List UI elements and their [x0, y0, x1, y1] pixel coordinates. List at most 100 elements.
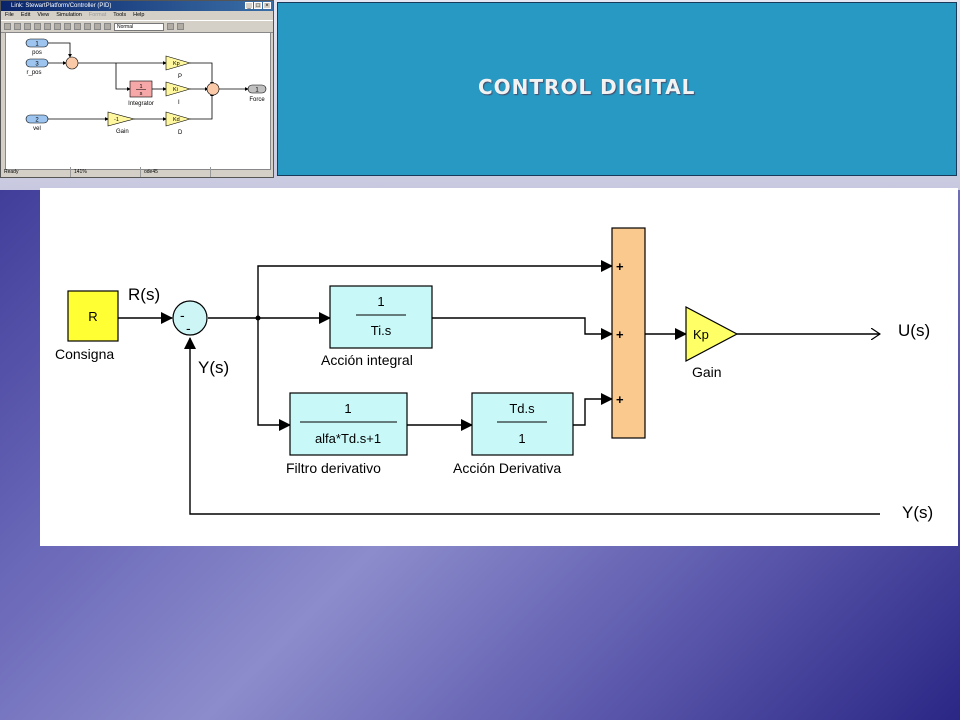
gain-label: Gain — [692, 364, 722, 380]
integral-label: Acción integral — [321, 352, 413, 368]
simulink-model: 1 pos 3 r_pos 2 vel Kp P Ki I -1 Gain Kd… — [25, 38, 267, 136]
integral-block — [329, 285, 433, 349]
cut-icon[interactable] — [44, 23, 51, 30]
integrator-num: 1 — [139, 84, 142, 90]
simulink-toolbar: Normal — [1, 20, 273, 33]
sum1-minus-bottom: - — [186, 320, 191, 336]
integrator-block — [129, 80, 153, 98]
derivative-label: Acción Derivativa — [453, 460, 562, 476]
status-zoom: 141% — [71, 167, 141, 177]
title-banner: CONTROL DIGITAL — [277, 2, 957, 176]
line-error-up — [257, 260, 613, 318]
derivative-denominator: 1 — [518, 431, 525, 446]
maximize-button[interactable]: □ — [254, 2, 262, 9]
simulink-statusbar: Ready 141% ode45 — [1, 167, 273, 177]
outport-label: Force — [249, 97, 265, 103]
build-icon[interactable] — [167, 23, 174, 30]
pid-block-diagram: R - - 1 Ti.s 1 alfa*Td.s+1 Td.s 1 + + + … — [40, 188, 958, 546]
inport-vel-num: 2 — [35, 118, 39, 124]
open-file-icon[interactable] — [14, 23, 21, 30]
inport-vel — [25, 114, 49, 124]
signal-u-output: U(s) — [898, 321, 931, 340]
gain-neg-value: -1 — [114, 117, 119, 123]
signal-r: R(s) — [128, 285, 161, 304]
new-file-icon[interactable] — [4, 23, 11, 30]
derivative-block — [471, 392, 574, 456]
gain-p-value: Kp — [173, 61, 180, 67]
inport-r-pos-label: r_pos — [26, 70, 41, 76]
outport-num: 1 — [255, 88, 259, 94]
inport-pos-num: 1 — [35, 42, 39, 48]
inport-pos-label: pos — [32, 50, 42, 56]
sum2-sign-2: + — [616, 327, 624, 342]
filter-numerator: 1 — [344, 401, 351, 416]
menu-format[interactable]: Format — [88, 12, 107, 18]
diagram-canvas: R - - 1 Ti.s 1 alfa*Td.s+1 Td.s 1 + + + … — [67, 227, 958, 515]
output-sum-block — [611, 227, 646, 439]
outport-force — [247, 84, 267, 94]
gain-i-value: Ki — [173, 87, 178, 93]
line-error-down — [257, 318, 291, 431]
derivative-filter-block — [289, 392, 408, 456]
library-icon[interactable] — [177, 23, 184, 30]
stop-icon[interactable] — [104, 23, 111, 30]
line-derivative-to-sum — [573, 393, 613, 426]
simulation-mode-select[interactable]: Normal — [114, 22, 164, 31]
simulink-menubar: File Edit View Simulation Format Tools H… — [1, 11, 273, 20]
status-solver: ode45 — [141, 167, 211, 177]
gain-d-label: D — [178, 130, 183, 136]
gain-block — [685, 306, 739, 362]
undo-icon[interactable] — [74, 23, 81, 30]
save-icon[interactable] — [24, 23, 31, 30]
line-feedback — [184, 337, 880, 515]
status-state: Ready — [1, 167, 71, 177]
sum-block-output — [206, 82, 220, 96]
simulink-canvas[interactable]: 1 pos 3 r_pos 2 vel Kp P Ki I -1 Gain Kd… — [5, 32, 271, 170]
menu-view[interactable]: View — [37, 12, 50, 18]
print-icon[interactable] — [34, 23, 41, 30]
signal-y-input: Y(s) — [902, 503, 934, 522]
integrator-label: Integrator — [128, 101, 154, 107]
inport-vel-label: vel — [33, 126, 41, 132]
line-integral-to-sum — [432, 317, 613, 340]
derivative-numerator: Td.s — [509, 401, 535, 416]
menu-file[interactable]: File — [5, 12, 14, 18]
minimize-button[interactable]: _ — [245, 2, 253, 9]
play-icon[interactable] — [94, 23, 101, 30]
menu-tools[interactable]: Tools — [113, 12, 127, 18]
inport-pos — [25, 38, 49, 48]
banner-title: CONTROL DIGITAL — [478, 75, 696, 99]
filter-label: Filtro derivativo — [286, 460, 381, 476]
inport-r-pos — [25, 58, 49, 68]
copy-icon[interactable] — [54, 23, 61, 30]
setpoint-block — [67, 290, 119, 342]
gain-p-label: P — [178, 74, 182, 80]
sum-block-error — [65, 56, 79, 70]
gain-i-label: I — [178, 100, 180, 106]
sum1-minus-top: - — [180, 307, 185, 323]
menu-simulation[interactable]: Simulation — [56, 12, 82, 18]
error-sum-block — [172, 300, 208, 336]
integrator-den: s — [140, 91, 143, 97]
gain-symbol: Kp — [693, 327, 709, 342]
menu-edit[interactable]: Edit — [20, 12, 31, 18]
inport-r-pos-num: 3 — [35, 62, 39, 68]
paste-icon[interactable] — [64, 23, 71, 30]
simulink-titlebar: Link: StewartPlatform/Controller (PID) _… — [1, 1, 273, 11]
simulink-title: Link: StewartPlatform/Controller (PID) — [11, 3, 112, 9]
gain-d-value: Kd — [173, 117, 180, 123]
sum2-sign-3: + — [616, 392, 624, 407]
gain-neg-label: Gain — [116, 129, 129, 135]
redo-icon[interactable] — [84, 23, 91, 30]
setpoint-symbol: R — [88, 309, 97, 324]
setpoint-label: Consigna — [55, 346, 115, 362]
gain-block-d — [165, 111, 192, 127]
menu-help[interactable]: Help — [133, 12, 145, 18]
close-button[interactable]: × — [263, 2, 271, 9]
gain-block-i — [165, 81, 192, 97]
gain-block-p — [165, 55, 192, 71]
gain-block-neg — [107, 111, 136, 127]
branch-point — [255, 315, 261, 321]
signal-y-feedback: Y(s) — [198, 358, 230, 377]
filter-denominator: alfa*Td.s+1 — [315, 431, 381, 446]
